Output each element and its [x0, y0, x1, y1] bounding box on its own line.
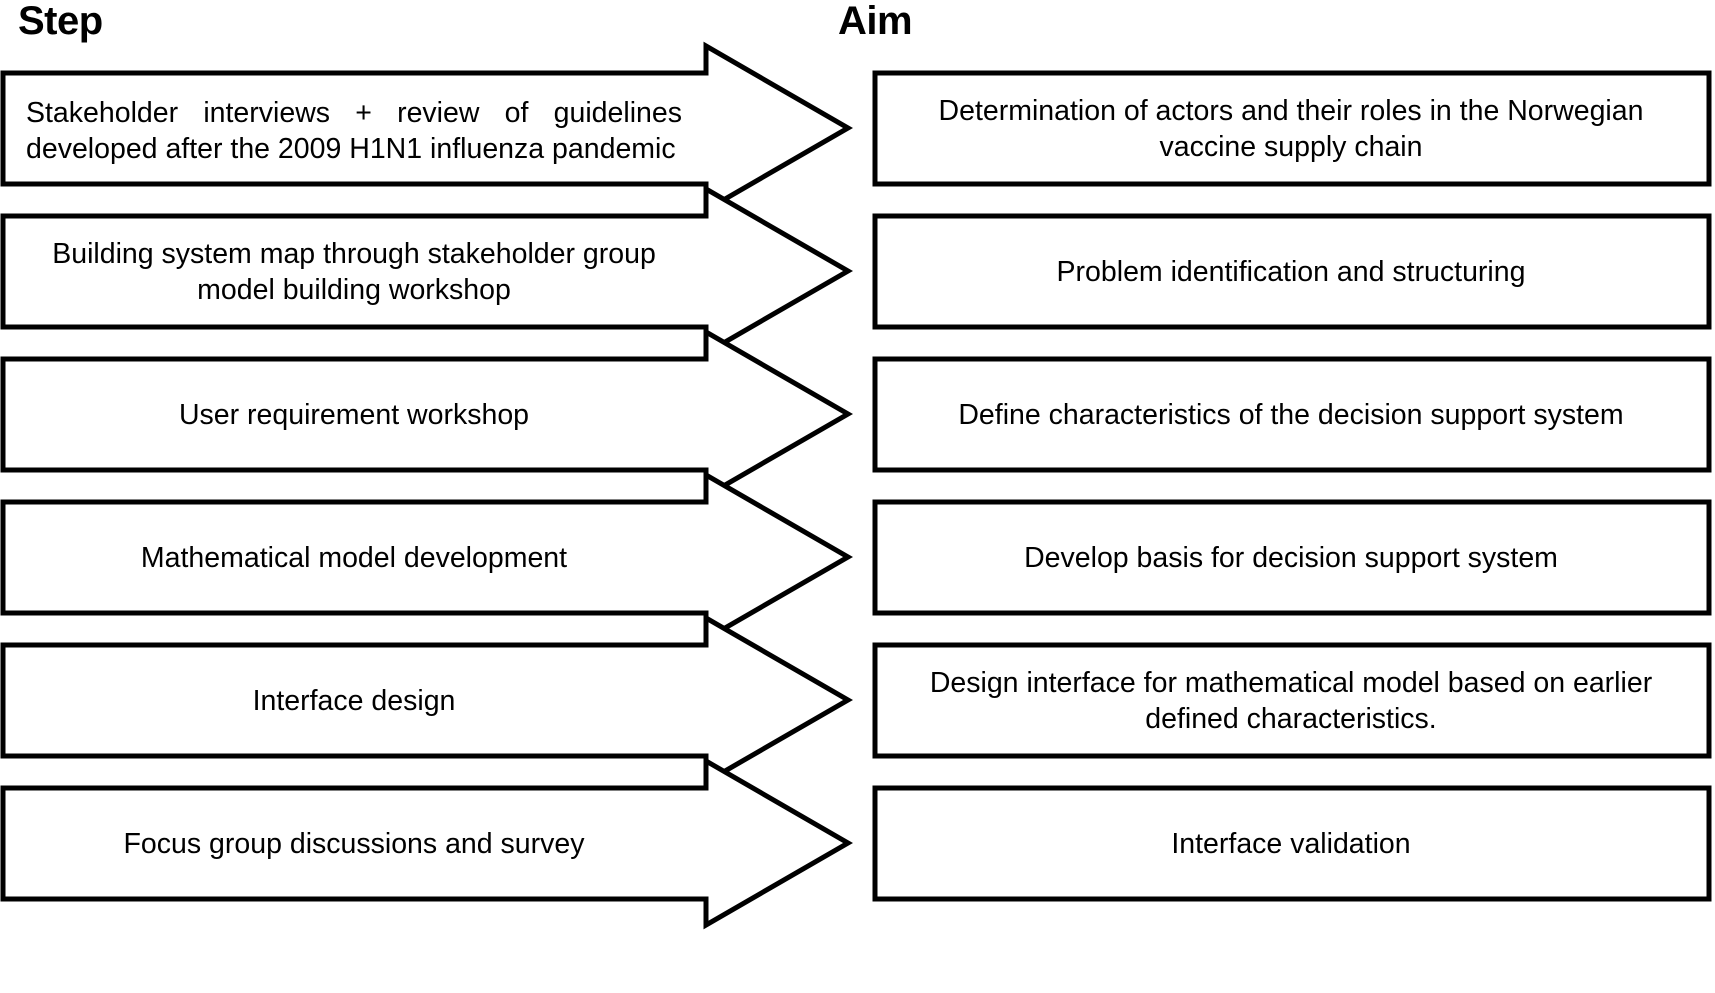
- step-arrow-shape-1: [0, 41, 853, 215]
- aim-box-shape-1: [872, 70, 1712, 187]
- aim-box-shape-2: [872, 213, 1712, 330]
- step-label-4: Mathematical model development: [140, 541, 568, 574]
- step-arrow-shape-2: [0, 184, 853, 358]
- aim-label-1: Determination of actors and their roles …: [938, 94, 1644, 163]
- aim-label-6: Interface validation: [1171, 827, 1411, 860]
- aim-box-shape-4: [872, 499, 1712, 616]
- aim-label-3: Define characteristics of the decision s…: [958, 398, 1624, 431]
- step-label-5: Interface design: [252, 684, 456, 717]
- step-label-1: Stakeholder interviews + review of guide…: [26, 97, 682, 165]
- step-label-3: User requirement workshop: [178, 398, 530, 431]
- step-arrow-shape-3: [0, 327, 853, 501]
- step-arrow-shape-6: [0, 756, 853, 930]
- step-label-2: Building system map through stakeholder …: [52, 237, 656, 306]
- aim-box-shape-3: [872, 356, 1712, 473]
- aim-box-shape-6: [872, 785, 1712, 902]
- step-arrow-shape-5: [0, 613, 853, 787]
- step-arrow-shape-4: [0, 470, 853, 644]
- aim-box-shape-5: [872, 642, 1712, 759]
- aim-label-2: Problem identification and structuring: [1056, 255, 1526, 288]
- aim-label-4: Develop basis for decision support syste…: [1024, 541, 1558, 574]
- aim-label-5: Design interface for mathematical model …: [929, 666, 1653, 735]
- column-header-step: Step: [18, 0, 103, 43]
- column-header-aim: Aim: [838, 0, 913, 43]
- step-label-6: Focus group discussions and survey: [123, 827, 585, 860]
